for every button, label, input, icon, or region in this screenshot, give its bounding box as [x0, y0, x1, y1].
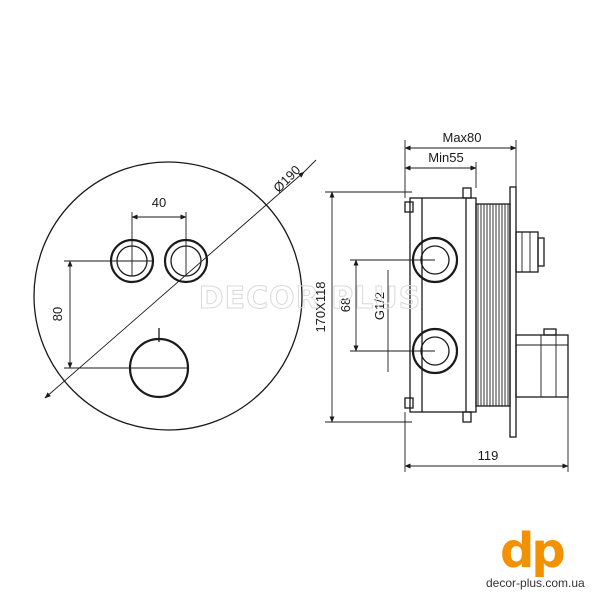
dim-40-label: 40	[152, 195, 166, 210]
side-thermostat-knob	[515, 328, 569, 398]
side-view	[325, 140, 569, 472]
dim-thread-label: G1/2	[372, 292, 387, 320]
dim-diameter-label: Ø190	[270, 162, 303, 195]
front-view	[33, 159, 317, 431]
dim-68-label: 68	[338, 298, 353, 312]
dim-max80-label: Max80	[442, 130, 481, 145]
brand-logo[interactable]: dp decor-plus.com.ua	[486, 526, 594, 596]
dim-min55-label: Min55	[428, 150, 463, 165]
logo-mark: dp	[500, 523, 566, 579]
dim-80	[64, 260, 188, 369]
dim-body-size	[325, 191, 412, 423]
diameter-leader	[44, 171, 305, 399]
side-small-knob	[515, 231, 545, 273]
dim-max80	[404, 140, 517, 198]
dim-119-label: 119	[478, 448, 499, 463]
dim-40	[131, 212, 187, 276]
threaded-section	[475, 203, 511, 407]
dim-thread	[387, 270, 414, 372]
watermark: DECOR PLUS	[199, 281, 421, 316]
logo-url: decor-plus.com.ua	[486, 576, 585, 590]
dim-119	[404, 397, 569, 472]
cover-plate-side	[509, 186, 517, 438]
dim-min55	[404, 162, 477, 188]
thermostat-knob	[128, 328, 190, 399]
dim-body-size-label: 170X118	[313, 281, 328, 332]
dim-80-label: 80	[50, 307, 65, 321]
